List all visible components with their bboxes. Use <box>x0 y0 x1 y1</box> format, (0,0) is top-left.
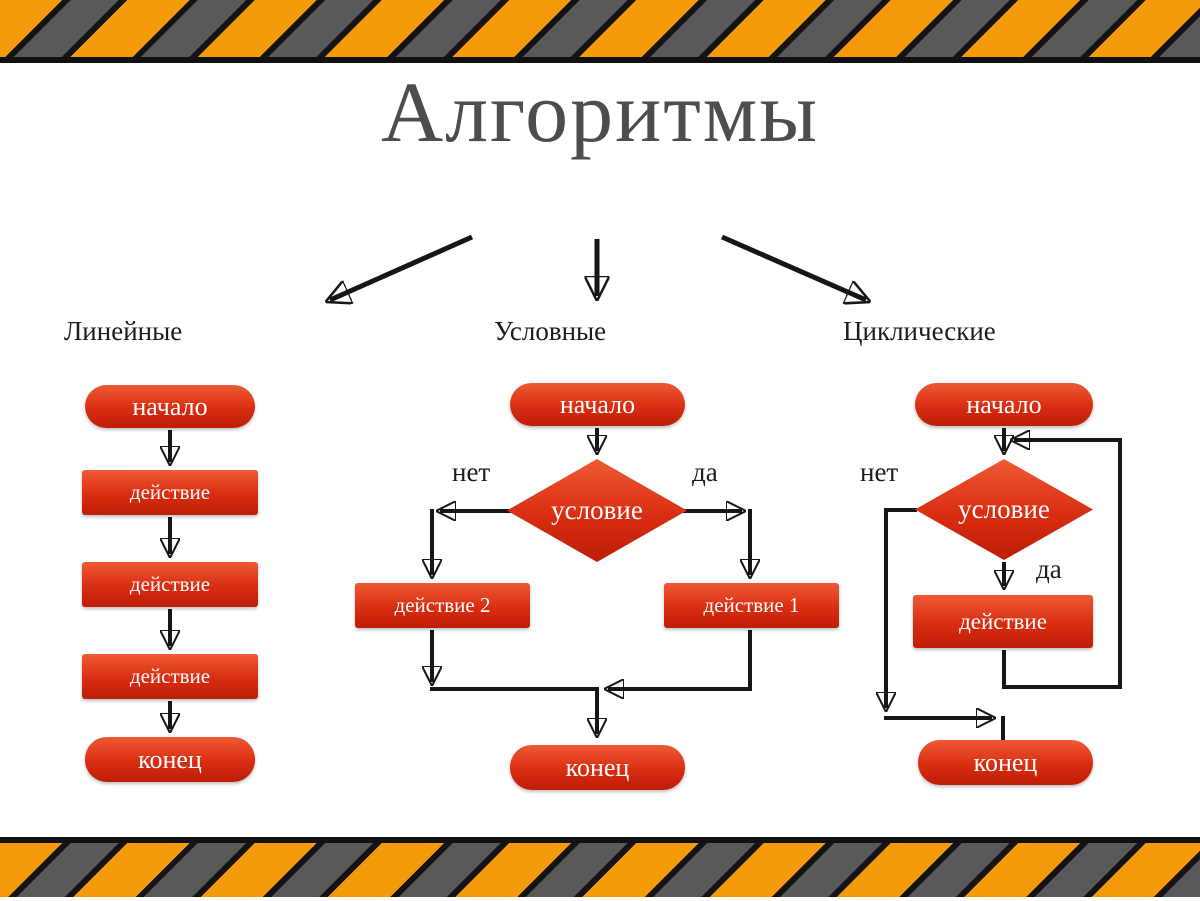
node-linear-action-2: действие <box>82 562 258 607</box>
hazard-stripe-bottom <box>0 837 1200 897</box>
node-linear-start: начало <box>85 385 255 428</box>
node-cond-action-2: действие 2 <box>355 583 530 628</box>
branch-label-yes-cyclic: да <box>1036 554 1062 584</box>
section-label-linear: Линейные <box>64 316 183 346</box>
spread-arrow-left <box>330 234 474 300</box>
page-title: Алгоритмы <box>381 64 819 160</box>
node-cond-condition: условие <box>507 459 687 562</box>
section-label-cyclic: Циклические <box>843 316 996 346</box>
node-cyc-start: начало <box>915 383 1093 426</box>
node-cyc-action: действие <box>913 595 1093 648</box>
node-linear-end: конец <box>85 737 255 782</box>
node-cyc-condition: условие <box>915 459 1093 560</box>
branch-label-yes: да <box>692 457 718 487</box>
node-cond-start: начало <box>510 383 685 426</box>
node-cond-end: конец <box>510 745 685 790</box>
section-label-conditional: Условные <box>494 316 607 346</box>
node-linear-action-1: действие <box>82 470 258 515</box>
branch-label-no: нет <box>452 457 491 487</box>
spread-arrow-right <box>720 234 866 300</box>
node-cyc-end: конец <box>918 740 1093 785</box>
node-cond-action-1: действие 1 <box>664 583 839 628</box>
branch-label-no-cyclic: нет <box>860 457 899 487</box>
hazard-stripe-top <box>0 0 1200 63</box>
node-linear-action-3: действие <box>82 654 258 699</box>
